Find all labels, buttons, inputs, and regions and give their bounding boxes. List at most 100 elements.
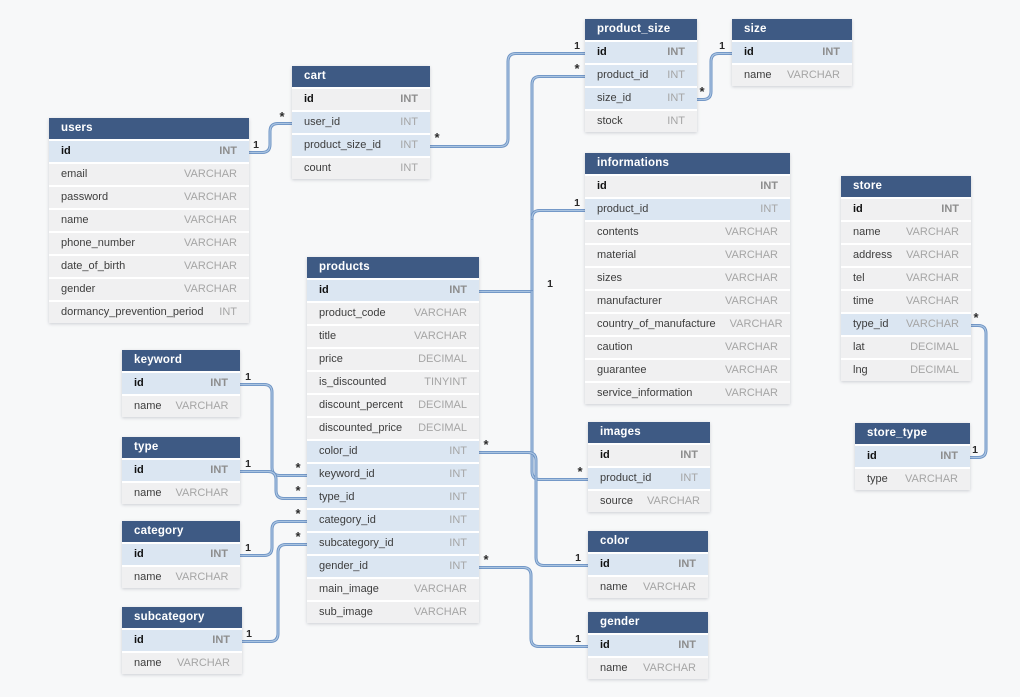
table-header-keyword[interactable]: keyword	[122, 350, 240, 373]
table-header-size[interactable]: size	[732, 19, 852, 42]
table-header-subcategory[interactable]: subcategory	[122, 607, 242, 630]
table-header-gender[interactable]: gender	[588, 612, 708, 635]
table-header-products[interactable]: products	[307, 257, 479, 280]
field-name: name	[134, 487, 162, 499]
table-header-cart[interactable]: cart	[292, 66, 430, 89]
table-header-category[interactable]: category	[122, 521, 240, 544]
table-header-images[interactable]: images	[588, 422, 710, 445]
table-header-type[interactable]: type	[122, 437, 240, 460]
table-header-users[interactable]: users	[49, 118, 249, 141]
field-type: VARCHAR	[725, 272, 778, 284]
table-header-product_size[interactable]: product_size	[585, 19, 697, 42]
table-header-informations[interactable]: informations	[585, 153, 790, 176]
table-header-store[interactable]: store	[841, 176, 971, 199]
table-header-store_type[interactable]: store_type	[855, 423, 970, 446]
table-header-color[interactable]: color	[588, 531, 708, 554]
